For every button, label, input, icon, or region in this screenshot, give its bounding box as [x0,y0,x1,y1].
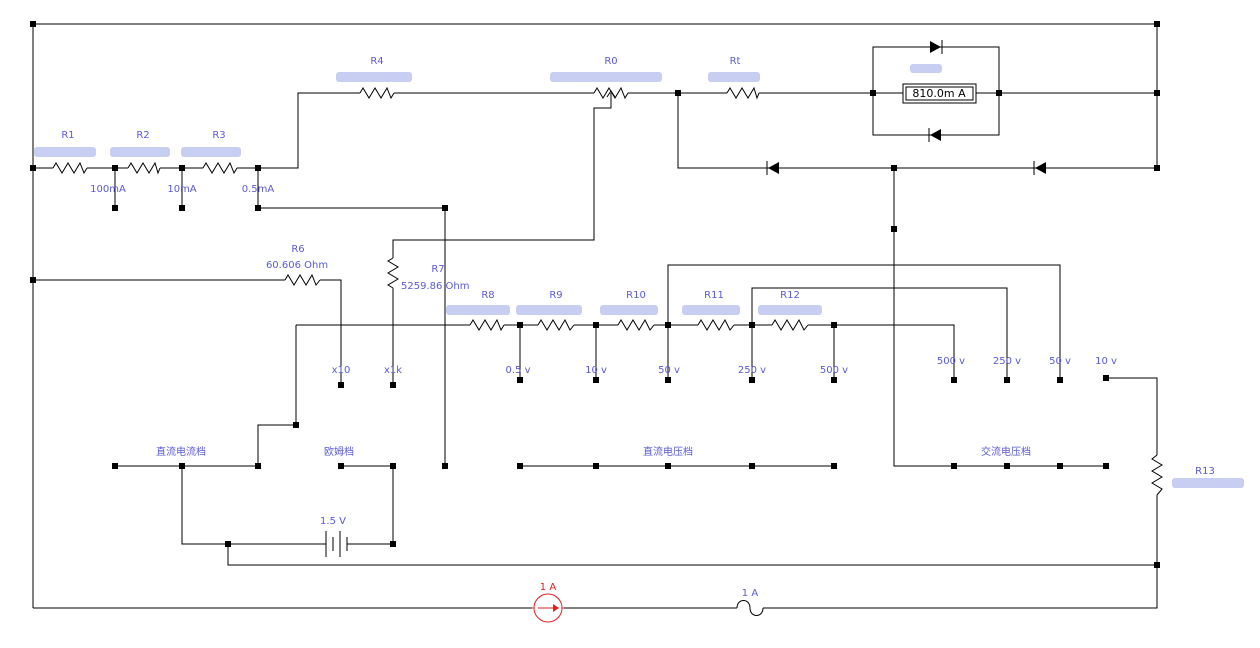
tap-acv-50v: 50 v [1049,356,1071,367]
label-r6: R6 [291,244,304,255]
label-r9: R9 [549,290,562,301]
section-ac-voltage: 交流电压档 [981,445,1031,458]
diode-bottom [928,128,941,142]
resistors [52,86,1163,496]
diodes [766,40,1046,175]
label-rt: Rt [730,56,741,67]
resistor-r13 [1151,454,1163,496]
nodes [30,21,1160,568]
resistor-r3 [202,161,238,175]
battery [320,531,360,557]
section-ohm: 欧姆档 [324,445,354,458]
section-labels: 直流电流档 欧姆档 直流电压档 交流电压档 [156,445,1031,458]
value-fuse: 1 A [742,588,759,599]
resistor-r10 [617,318,655,331]
ammeter: 810.0m A [902,83,977,104]
label-r13: R13 [1195,466,1215,477]
value-current-source: 1 A [540,582,557,593]
diode-row-right [1033,161,1046,175]
current-source [532,593,564,623]
label-r8: R8 [481,290,494,301]
ammeter-reading: 810.0m A [912,87,966,100]
label-r3: R3 [212,130,225,141]
label-r1: R1 [61,130,74,141]
label-r12: R12 [780,290,800,301]
tap-ohm-x1k: x1k [384,365,402,376]
label-r4: R4 [370,56,383,67]
resistor-r11 [697,318,735,331]
resistor-rt [726,86,760,100]
diode-row-left [766,161,779,175]
component-labels: R1 R2 R3 R4 R0 Rt R6 60.606 Ohm R7 5259.… [61,56,1215,599]
resistor-r12 [771,318,809,331]
fuse [736,600,764,616]
tap-acv-10v: 10 v [1095,356,1117,367]
tap-labels: 100mA 10mA 0.5mA x10 x1k 0.5 v 10 v 50 v… [90,184,1117,376]
label-r0: R0 [604,56,617,67]
resistor-r2 [127,161,161,175]
section-dc-voltage: 直流电压档 [643,445,693,458]
label-r7: R7 [431,264,444,275]
tap-acv-500v: 500 v [937,356,965,367]
tap-dcv-250v: 250 v [738,365,766,376]
tap-acv-250v: 250 v [993,356,1021,367]
blurred-values [34,64,1244,488]
resistor-r1 [52,161,88,175]
tap-dcv-500v: 500 v [820,365,848,376]
resistor-r7 [387,257,399,289]
tap-current-0-5ma: 0.5mA [242,184,275,195]
resistor-r9 [537,318,575,331]
resistor-r8 [469,318,505,332]
tap-dcv-10v: 10 v [585,365,607,376]
value-r6: 60.606 Ohm [266,260,328,271]
diode-top [930,40,943,54]
resistor-r4 [359,86,395,100]
label-r2: R2 [136,130,149,141]
tap-dcv-50v: 50 v [658,365,680,376]
value-r7: 5259.86 Ohm [401,281,469,292]
tap-current-10ma: 10mA [167,184,196,195]
tap-current-100ma: 100mA [90,184,126,195]
value-battery: 1.5 V [320,516,346,527]
label-r11: R11 [704,290,724,301]
label-r10: R10 [626,290,646,301]
wires [32,23,1158,609]
resistor-r6 [284,273,321,286]
section-dc-current: 直流电流档 [156,445,206,458]
tap-dcv-0-5v: 0.5 v [506,365,531,376]
tap-ohm-x10: x10 [332,365,351,376]
